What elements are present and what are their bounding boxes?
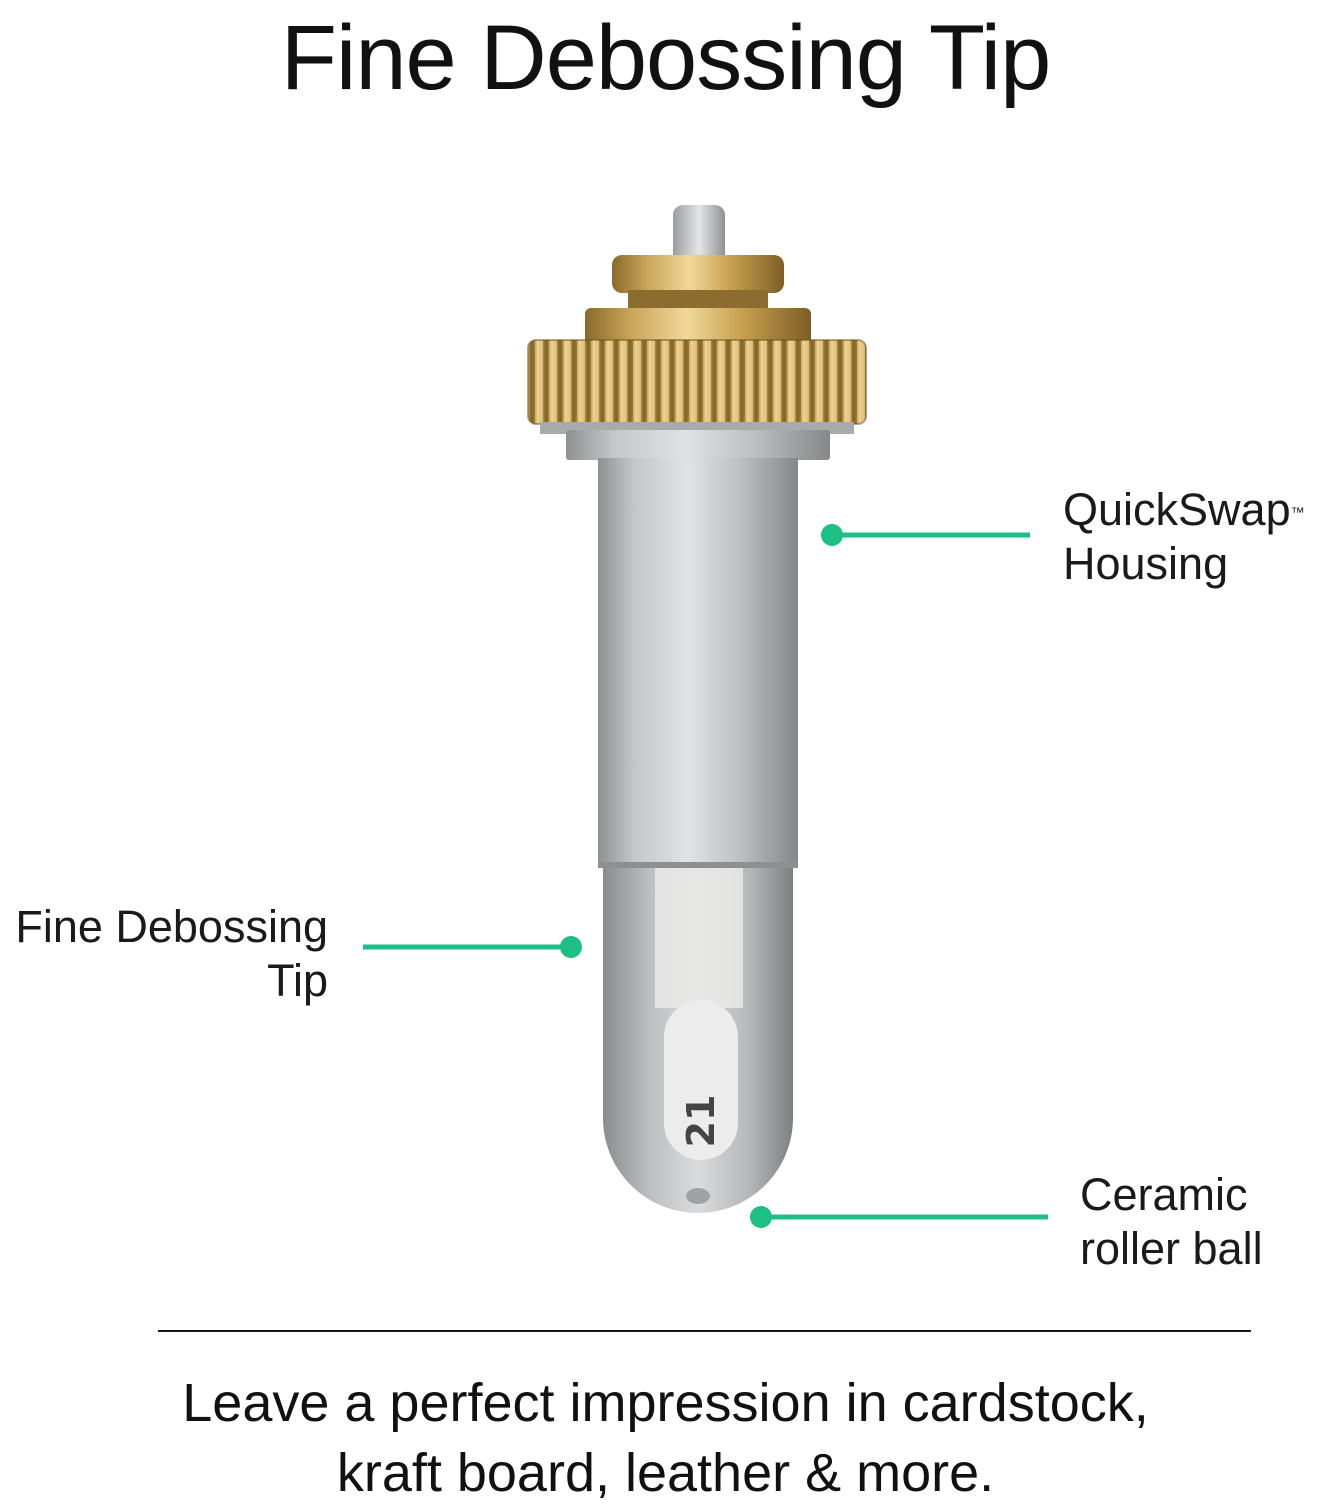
callout-housing-line xyxy=(821,524,1030,546)
callout-label-housing: QuickSwap™ Housing xyxy=(1063,483,1305,591)
ball-label-line2: roller ball xyxy=(1080,1223,1263,1274)
callout-ball-line xyxy=(750,1206,1048,1228)
callout-tip-line xyxy=(363,936,582,958)
tip-number-label xyxy=(664,1000,738,1160)
callout-label-ball: Ceramic roller ball xyxy=(1080,1168,1263,1276)
callout-label-tip: Fine Debossing Tip xyxy=(15,900,328,1008)
tip-label-line1: Fine Debossing xyxy=(15,901,328,952)
ball-label-line1: Ceramic xyxy=(1080,1169,1248,1220)
caption: Leave a perfect impression in cardstock,… xyxy=(0,1368,1331,1508)
tip-label-line2: Tip xyxy=(267,955,328,1006)
gold-cap xyxy=(612,255,784,293)
quickswap-housing xyxy=(598,458,798,868)
caption-line1: Leave a perfect impression in cardstock, xyxy=(182,1373,1149,1433)
tip-number: 21 xyxy=(679,1094,723,1148)
divider xyxy=(158,1330,1251,1332)
gear-ring xyxy=(528,340,866,424)
housing-label-line1: QuickSwap xyxy=(1063,484,1291,535)
collar xyxy=(566,430,830,460)
ceramic-roller-ball xyxy=(686,1188,710,1204)
top-pin xyxy=(673,205,725,265)
caption-line2: kraft board, leather & more. xyxy=(336,1443,995,1503)
page-title: Fine Debossing Tip xyxy=(280,7,1052,109)
housing-label-line2: Housing xyxy=(1063,538,1229,589)
trademark-symbol: ™ xyxy=(1290,504,1305,520)
